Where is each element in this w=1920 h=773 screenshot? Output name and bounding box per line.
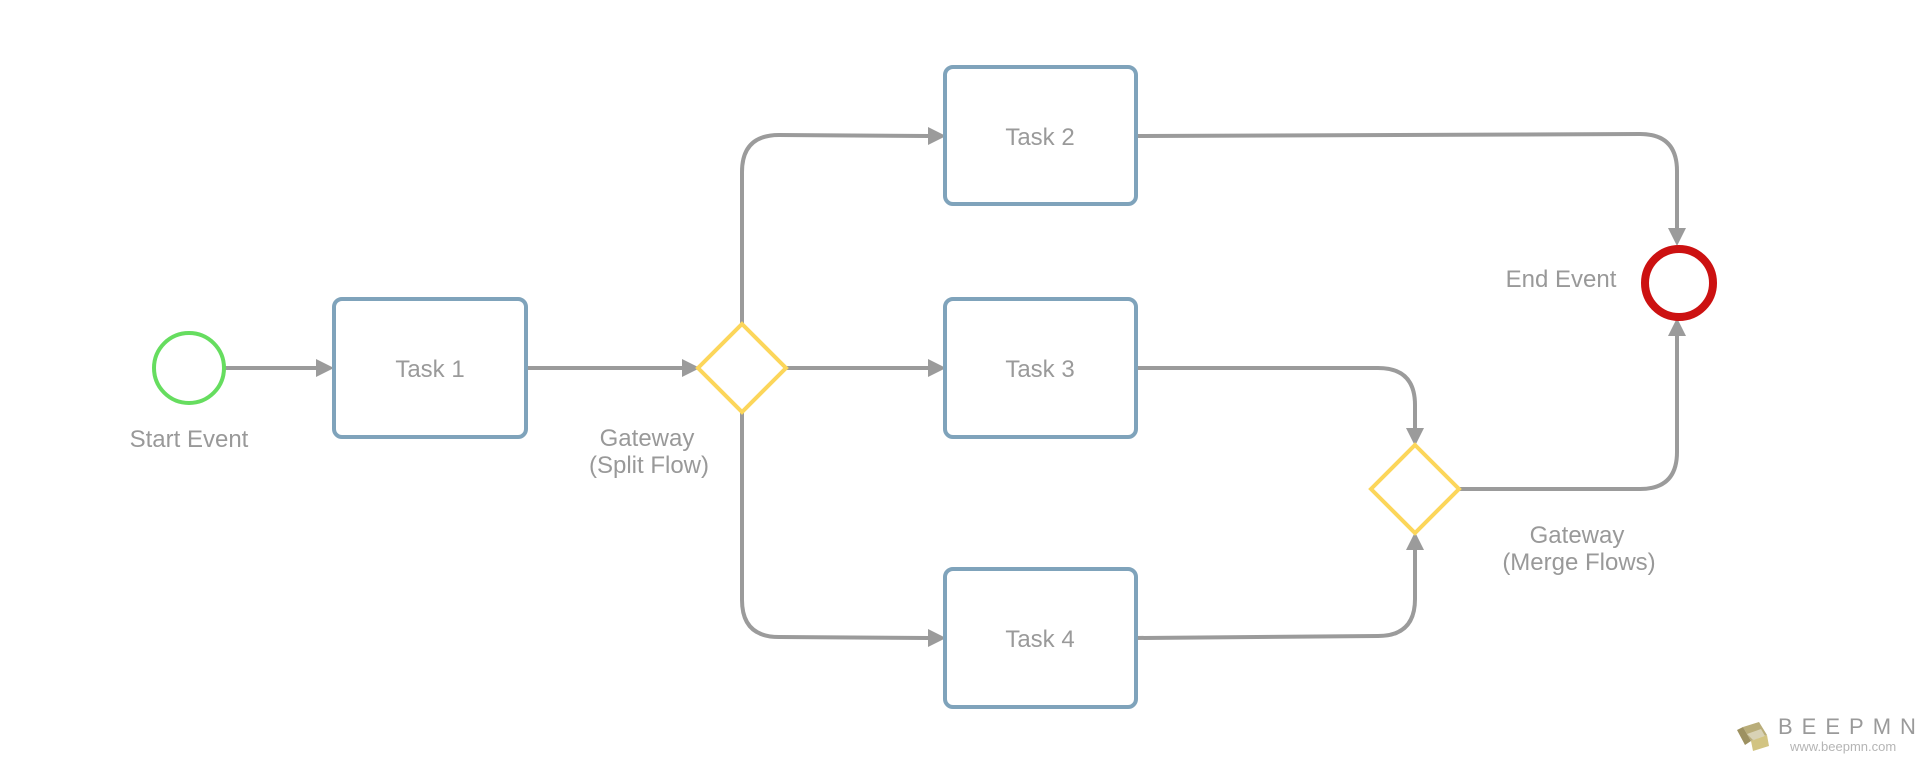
start-event[interactable]: Start Event — [130, 331, 249, 453]
merge-gateway-label-line2: (Merge Flows) — [1502, 549, 1655, 576]
task-4[interactable]: Task 4 — [943, 567, 1138, 709]
end-event-label: End Event — [1506, 266, 1617, 293]
cube-logo-icon — [1737, 722, 1769, 751]
task-3[interactable]: Task 3 — [943, 297, 1138, 439]
start-event-label: Start Event — [130, 426, 249, 453]
end-event-circle[interactable] — [1641, 245, 1717, 321]
flow-task3-to-merge-gateway[interactable] — [1136, 366, 1417, 428]
task-1-label: Task 1 — [395, 356, 464, 383]
arrowhead — [1406, 532, 1424, 550]
merge-gateway[interactable]: Gateway (Merge Flows) — [1368, 442, 1656, 576]
flow-split-gateway-to-task2[interactable] — [740, 133, 929, 324]
task-4-label: Task 4 — [1005, 626, 1074, 653]
beepmn-logo-text: BEEPMN — [1778, 714, 1920, 739]
split-gateway[interactable]: Gateway (Split Flow) — [589, 321, 789, 479]
start-event-circle[interactable] — [152, 331, 226, 405]
arrowhead — [928, 127, 946, 145]
split-gateway-label-line2: (Split Flow) — [589, 452, 709, 479]
arrowhead — [316, 359, 334, 377]
beepmn-branding: BEEPMN www.beepmn.com — [1737, 714, 1920, 754]
merge-gateway-label-line1: Gateway — [1530, 522, 1625, 549]
arrowhead — [1406, 428, 1424, 446]
split-gateway-diamond[interactable] — [695, 321, 789, 415]
end-event[interactable]: End Event — [1506, 245, 1717, 321]
merge-gateway-diamond[interactable] — [1368, 442, 1462, 536]
task-2[interactable]: Task 2 — [943, 65, 1138, 206]
beepmn-url: www.beepmn.com — [1789, 739, 1896, 754]
task-1[interactable]: Task 1 — [332, 297, 528, 439]
task-3-label: Task 3 — [1005, 356, 1074, 383]
split-gateway-label-line1: Gateway — [600, 425, 695, 452]
task-4-box[interactable] — [943, 567, 1138, 709]
arrowhead — [1668, 228, 1686, 246]
task-2-box[interactable] — [943, 65, 1138, 206]
arrowhead — [928, 359, 946, 377]
task-2-label: Task 2 — [1005, 124, 1074, 151]
flow-task4-to-merge-gateway[interactable] — [1135, 550, 1417, 640]
arrowhead — [682, 359, 700, 377]
arrowhead — [1668, 318, 1686, 336]
task-1-box[interactable] — [332, 297, 528, 439]
flow-task2-to-end-event[interactable] — [1135, 132, 1679, 228]
task-3-box[interactable] — [943, 297, 1138, 439]
flow-split-gateway-to-task4[interactable] — [740, 412, 929, 640]
flow-merge-gateway-to-end-event[interactable] — [1459, 336, 1679, 491]
sequence-flows — [225, 127, 1686, 647]
arrowhead — [928, 629, 946, 647]
